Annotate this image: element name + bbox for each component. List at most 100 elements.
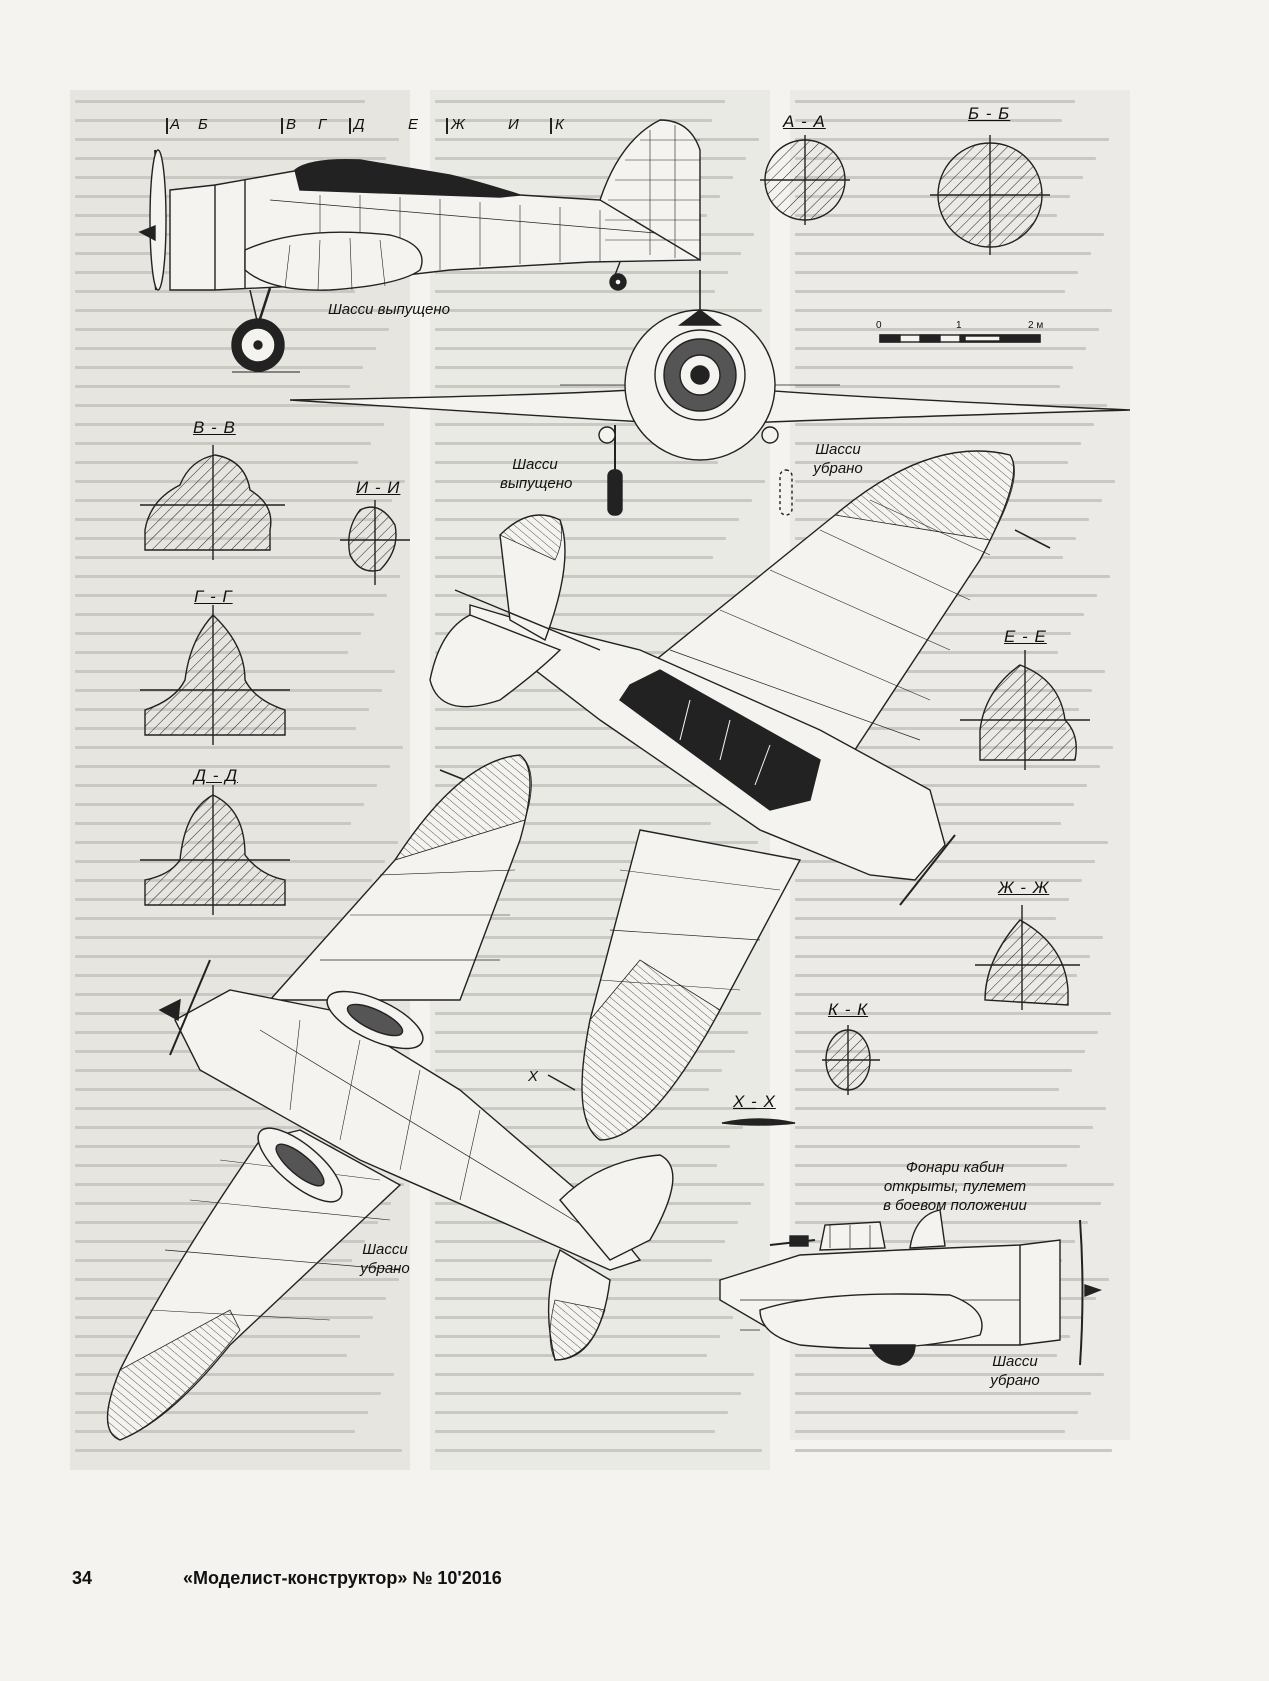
bleed-line [75, 765, 390, 768]
bleed-line [75, 556, 353, 559]
bleed-line [795, 1411, 1078, 1414]
bleed-line [795, 993, 1064, 996]
section-gg-drawing [140, 605, 290, 745]
section-bb-drawing [930, 135, 1050, 255]
page-number: 34 [72, 1568, 93, 1588]
bleed-line [795, 176, 1083, 179]
section-kk-label: К - К [828, 1000, 869, 1019]
bleed-line [75, 575, 400, 578]
bleed-line [75, 594, 387, 597]
bleed-line [795, 689, 1092, 692]
section-ee-drawing [960, 650, 1090, 770]
bleed-line [795, 290, 1065, 293]
section-vv-label: В - В [193, 418, 236, 437]
bleed-line [75, 385, 350, 388]
bleed-line [435, 442, 731, 445]
scale-tick-2: 2 м [1028, 320, 1044, 331]
bleed-line [435, 860, 745, 863]
bleed-line [795, 1050, 1085, 1053]
bottom-view-plan [106, 754, 674, 1441]
scale-bar [879, 334, 1041, 343]
section-zhzh-drawing [975, 905, 1080, 1010]
bleed-line [435, 898, 719, 901]
bleed-line [795, 252, 1091, 255]
bleed-line [75, 328, 389, 331]
bleed-line [435, 727, 716, 730]
bleed-line [795, 1069, 1072, 1072]
bleed-line [795, 366, 1073, 369]
bleed-line [75, 366, 363, 369]
bleed-line [795, 195, 1070, 198]
bleed-line [795, 100, 1075, 103]
bleed-line [75, 974, 367, 977]
bleed-line [795, 1373, 1104, 1376]
bleed-line [795, 214, 1057, 217]
bleed-line [435, 556, 713, 559]
bleed-line [435, 1069, 722, 1072]
bleed-line [795, 1392, 1091, 1395]
bleed-line [435, 613, 734, 616]
bleed-line [795, 233, 1104, 236]
bleed-line [435, 461, 718, 464]
bleed-line [435, 176, 733, 179]
bleed-line [795, 746, 1113, 749]
bleed-line [435, 1449, 762, 1452]
bleed-line [75, 1145, 370, 1148]
bleed-line [435, 708, 729, 711]
bleed-line [795, 841, 1108, 844]
bleed-line [795, 385, 1060, 388]
bleed-line [75, 290, 355, 293]
bleed-line [435, 1430, 715, 1433]
bleed-line [795, 442, 1081, 445]
bleed-line [435, 119, 712, 122]
bleed-line [795, 1126, 1093, 1129]
bleed-line [435, 575, 760, 578]
bleed-line [795, 309, 1112, 312]
bleed-line [75, 1449, 402, 1452]
section-aa-drawing [760, 135, 850, 225]
bleed-line [435, 271, 728, 274]
bleed-line [795, 347, 1086, 350]
section-ee-label: Е - Е [1004, 627, 1047, 646]
bleed-line [75, 157, 386, 160]
bleed-line [795, 955, 1090, 958]
section-gg-label: Г - Г [194, 587, 233, 606]
bleed-line [75, 404, 397, 407]
bleed-line [75, 1392, 381, 1395]
front-view [289, 270, 1131, 516]
station-g: Г [318, 116, 327, 133]
bleed-line [435, 1164, 717, 1167]
bleed-line [435, 784, 737, 787]
bleed-line [435, 518, 739, 521]
bleed-line [435, 1373, 754, 1376]
bleed-line [435, 100, 725, 103]
bleed-line [75, 1088, 349, 1091]
bleed-line [795, 917, 1056, 920]
section-xx-label: Х - Х [733, 1092, 776, 1111]
section-zhzh-label: Ж - Ж [998, 878, 1050, 897]
gear-down-front-label: Шасси выпущено [500, 456, 573, 492]
bleed-line [795, 1202, 1101, 1205]
station-marker-ticks [166, 118, 552, 134]
station-a: А [170, 116, 181, 133]
section-aa-label: А - А [783, 112, 826, 131]
bleed-line [435, 1088, 709, 1091]
bleed-line [795, 1430, 1065, 1433]
station-i: И [508, 116, 519, 133]
bleed-line [435, 879, 732, 882]
bleed-line [795, 632, 1071, 635]
section-x-marker: Х [528, 1068, 539, 1085]
bleed-line [435, 1411, 728, 1414]
bleed-line [795, 1012, 1111, 1015]
bleed-line [795, 1088, 1059, 1091]
bleed-line [795, 1107, 1106, 1110]
bleed-line [75, 1411, 368, 1414]
bleed-line [795, 1031, 1098, 1034]
bleed-line [795, 1164, 1067, 1167]
journal-title: «Моделист-конструктор» № 10'2016 [183, 1568, 502, 1588]
bleed-line [435, 328, 749, 331]
bleed-line [75, 746, 403, 749]
bleed-line [435, 822, 711, 825]
bleed-line [435, 347, 736, 350]
